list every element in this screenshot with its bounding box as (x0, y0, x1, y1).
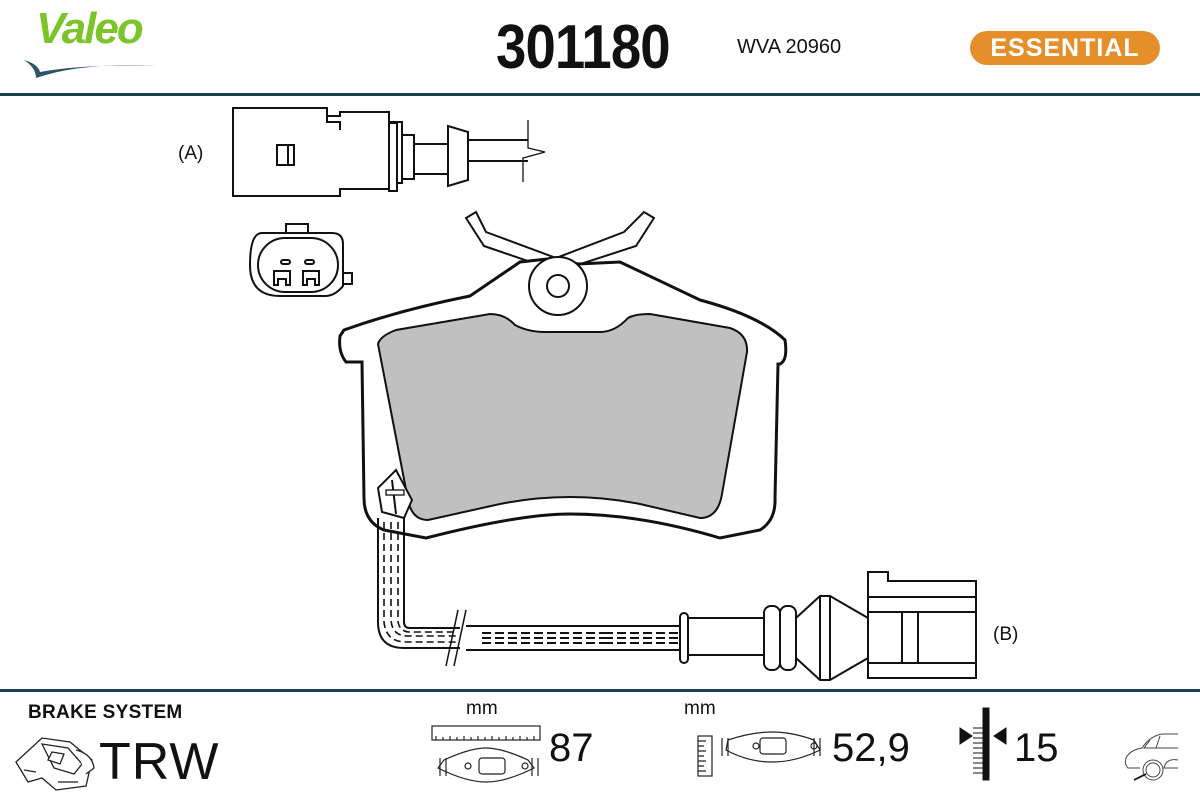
header: Valeo 301180 WVA 20960 ESSENTIAL (0, 0, 1200, 95)
width-unit: mm (466, 698, 498, 719)
brake-pad-drawing (232, 107, 977, 681)
sensor-cable (377, 518, 680, 667)
logo-swoosh-icon (24, 60, 157, 78)
brand-name: Valeo (36, 4, 144, 53)
width-value: 87 (549, 726, 594, 770)
brake-system-label: BRAKE SYSTEM (28, 702, 183, 723)
header-divider (0, 93, 1200, 96)
pad-width-icon (431, 725, 541, 783)
footer-divider (0, 689, 1200, 692)
connector-a-front-icon (248, 223, 353, 297)
caliper-icon (15, 737, 95, 791)
height-value: 52,9 (832, 726, 910, 770)
pad-height-icon (697, 731, 821, 777)
brake-system-brand: TRW (99, 733, 220, 791)
thickness-icon (959, 707, 1007, 781)
wear-sensor-icon (376, 468, 414, 520)
connector-a-side-icon (232, 107, 546, 197)
friction-material (376, 312, 749, 522)
connector-b-label: (B) (993, 624, 1019, 645)
connector-a-label: (A) (178, 143, 204, 164)
thickness-value: 15 (1014, 726, 1059, 770)
valeo-logo: Valeo (22, 4, 162, 78)
wva-number: WVA 20960 (737, 36, 842, 58)
part-number: 301180 (496, 13, 671, 82)
connector-b-side-icon (679, 571, 977, 681)
height-unit: mm (684, 698, 716, 719)
rear-axle-car-icon (1124, 733, 1179, 781)
essential-badge: ESSENTIAL (970, 31, 1160, 65)
